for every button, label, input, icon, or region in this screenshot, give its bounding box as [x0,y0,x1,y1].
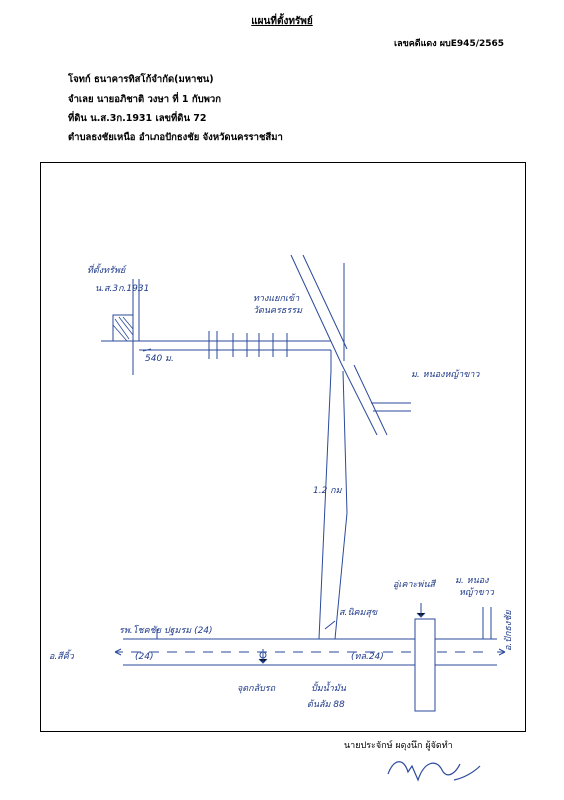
village-branch [371,402,411,412]
right-village-label-1: ม. หนอง [455,576,489,586]
property-label: ที่ตั้งทรัพย์ [87,263,127,276]
to-left-label: อ.สีคิ้ว [49,649,75,662]
hospital-label: รพ.โชคชัย ปฐมรม (24) [119,624,213,636]
soi-houses [208,331,288,359]
property-doc-label: น.ส.3ก.1931 [95,284,149,294]
south-road-left [318,350,332,640]
gas-station-block [414,618,436,712]
main-road-right [302,254,348,350]
uturn-circle [259,651,267,659]
signer-line: นายประจักษ์ ผดุงนึก ผู้จัดทำ [344,741,453,751]
uturn-label: จุดกลับรถ [237,683,276,694]
right-village-lane [482,607,492,639]
land-line: ที่ดิน น.ส.3ก.1931 เลขที่ดิน 72 [68,113,207,124]
village-label: ม. หนองหญ้าขาว [411,369,480,380]
arrow-left [114,648,123,656]
plaintiff-line: โจทก์ ธนาคารทิสโก้จำกัด(มหาชน) [68,74,214,85]
village-left-label: ส.นิคมสุข [339,607,378,618]
property-hatching [112,316,134,342]
temple-label-2: วัดนครธรรม [253,305,303,316]
bus-stop-label: อู่เคาะพ่นสี [393,579,437,590]
arrow-right [497,648,506,656]
km-marker-label-1: ปั้มน้ำมัน [311,681,347,694]
location-line: ตำบลธงชัยเหนือ อำเภอปักธงชัย จังหวัดนครร… [68,132,283,143]
signature-stroke [387,761,481,782]
road-left-label: (24) [135,652,153,662]
case-number: เลขคดีแดง ผบE945/2565 [394,39,505,49]
map-frame: ที่ตั้งทรัพย์ น.ส.3ก.1931 540 ม. ทางแยกเ… [40,162,526,732]
temple-label-1: ทางแยกเข้า [253,293,300,304]
document-title: แผนที่ตั้งทรัพย์ [251,16,313,27]
uturn-icon [258,649,268,664]
south-road-right [334,370,348,640]
road-right-label: (ทล.24) [351,652,384,662]
main-road-left [290,254,378,436]
distance-1-2-label: 1.2 กม [313,486,343,496]
village-road [353,364,388,436]
distance-540-label: 540 ม. [145,354,174,364]
village-left-arrow [324,620,336,630]
distance-arrow-tip [142,348,152,352]
hand-drawn-map: ที่ตั้งทรัพย์ น.ส.3ก.1931 540 ม. ทางแยกเ… [49,254,514,712]
km-marker-label-2: ต้นลัม 88 [307,699,345,710]
to-right-label: อ.ปักธงชัย [503,610,514,651]
right-village-label-2: หญ้าขาว [459,587,495,598]
defendant-line: จำเลย นายอภิชาติ วงษา ที่ 1 กับพวก [68,94,221,105]
bus-stop-arrow [416,603,426,618]
signature [387,761,481,782]
roads [123,254,497,711]
